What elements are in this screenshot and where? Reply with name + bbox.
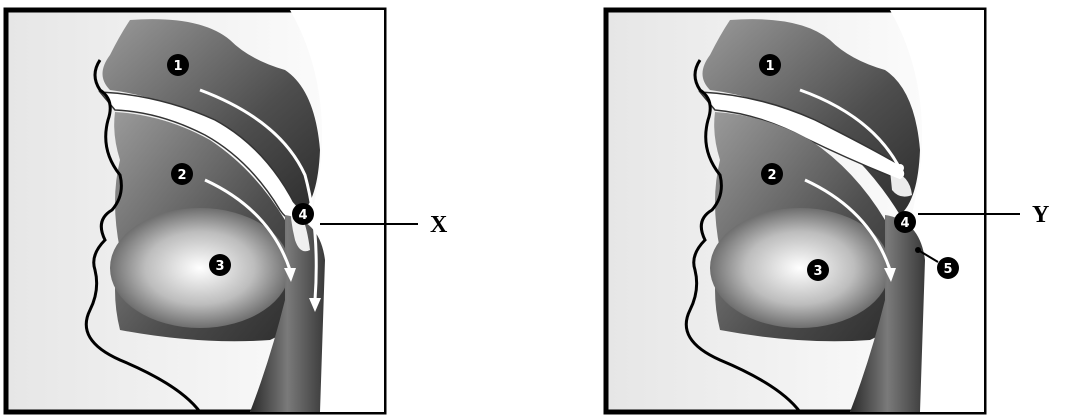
- svg-text:4: 4: [900, 216, 909, 231]
- diagram-panel-left: 1 2 3 4: [0, 0, 440, 418]
- tongue: [710, 208, 890, 328]
- callout-label-x: X: [430, 213, 447, 237]
- marker-1: 1: [167, 54, 189, 76]
- marker-4: 4: [292, 203, 314, 225]
- marker-3: 3: [807, 259, 829, 281]
- marker-3: 3: [209, 254, 231, 276]
- marker-4: 4: [894, 211, 916, 233]
- marker-2: 2: [171, 163, 193, 185]
- svg-text:2: 2: [177, 168, 186, 183]
- svg-text:3: 3: [813, 264, 822, 279]
- marker-2: 2: [761, 163, 783, 185]
- airflow-stop: [896, 164, 904, 172]
- tongue: [110, 208, 290, 328]
- marker-5-pointer-dot: [915, 247, 921, 253]
- svg-text:4: 4: [298, 208, 307, 223]
- head-crosssection-left: 1 2 3 4: [0, 0, 440, 418]
- head-crosssection-right: 1 2 3 4 5: [600, 0, 1040, 418]
- marker-1: 1: [759, 54, 781, 76]
- svg-text:2: 2: [767, 168, 776, 183]
- svg-text:1: 1: [765, 59, 774, 74]
- callout-label-y: Y: [1032, 203, 1049, 227]
- svg-text:1: 1: [173, 59, 182, 74]
- svg-text:3: 3: [215, 259, 224, 274]
- marker-5: 5: [937, 257, 959, 279]
- diagram-panel-right: 1 2 3 4 5: [600, 0, 1040, 418]
- svg-text:5: 5: [943, 262, 952, 277]
